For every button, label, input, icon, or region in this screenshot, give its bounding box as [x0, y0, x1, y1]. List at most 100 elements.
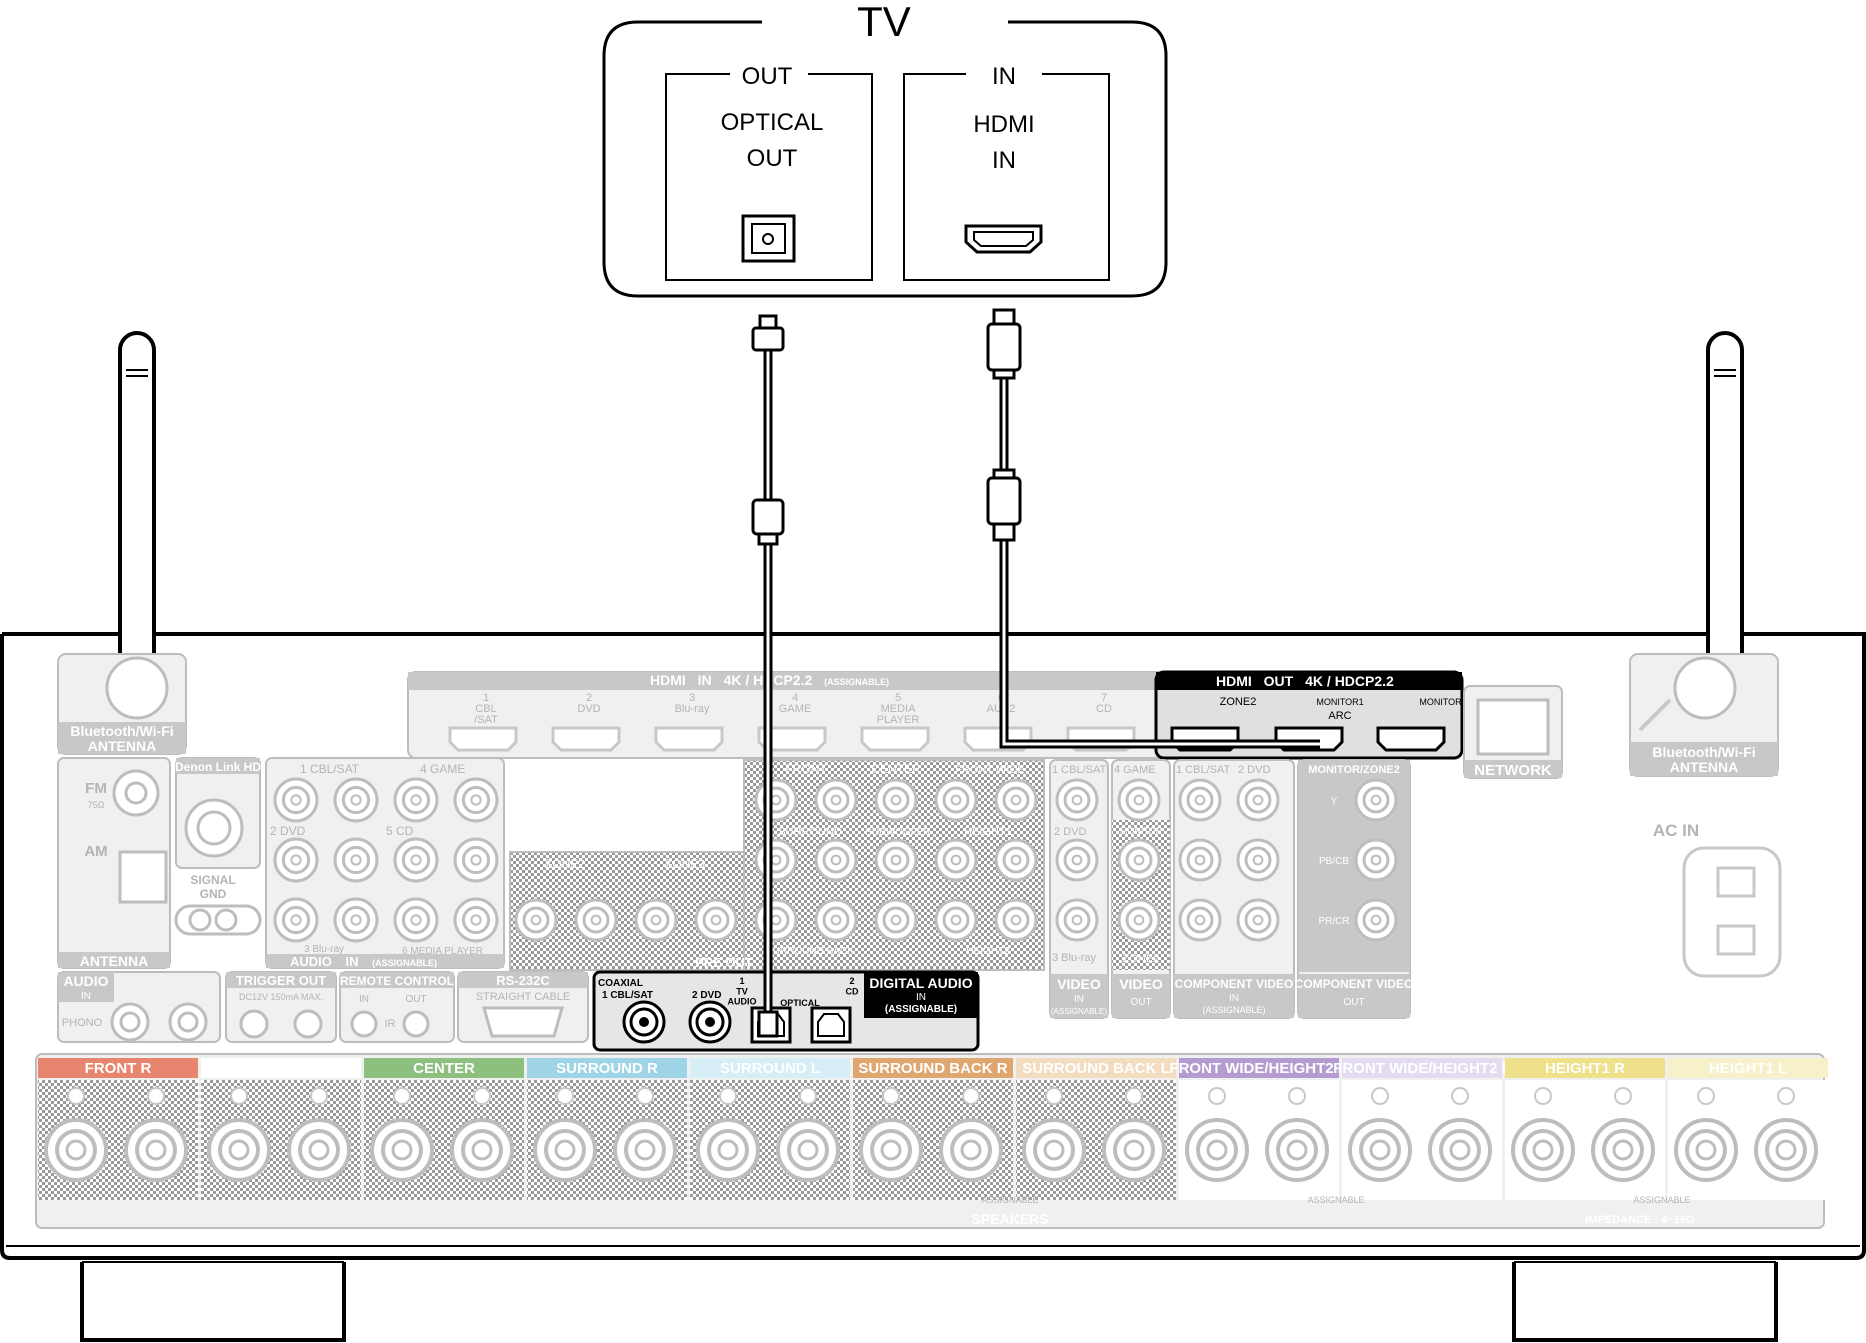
video-in-cbl-label: 1 CBL/SAT — [1052, 764, 1106, 776]
tv-hdmi-in-label-2: IN — [992, 147, 1016, 174]
video-in-dvd-label: 2 DVD — [1054, 826, 1086, 838]
pre-out-front-wide-label: FRONT WIDE — [955, 764, 1024, 776]
pre-out-jack — [934, 838, 978, 882]
am-label: AM — [84, 843, 107, 860]
antenna-left-jack: Bluetooth/Wi-Fi ANTENNA — [57, 653, 187, 755]
speaker-group-label: SURROUND R — [556, 1060, 658, 1077]
digital-coax1-jack[interactable] — [622, 1000, 666, 1044]
component-in-jack — [1178, 838, 1222, 882]
video-out-jack — [1117, 838, 1161, 882]
audio-in-cbl-label: 1 CBL/SAT — [300, 762, 360, 776]
pre-out-jack — [814, 778, 858, 822]
audio-in-block: 1 CBL/SAT 4 GAME 2 DVD 5 CD 3 Blu-ray 6 … — [265, 757, 505, 969]
speaker-terminal — [1511, 1087, 1575, 1182]
receiver-chassis — [0, 632, 1866, 1260]
remote-ir-label: IR — [385, 1018, 396, 1030]
rs232c-label: RS-232C — [496, 973, 550, 988]
pre-out-jack — [874, 778, 918, 822]
digital-optical-label: OPTICAL — [780, 998, 820, 1008]
audio-in-jack — [273, 837, 319, 883]
speakers-impedance: IMPEDANCE : 4~16Ω — [1585, 1214, 1695, 1226]
component-in-jack — [1236, 838, 1280, 882]
audio-in-cd-label: 5 CD — [386, 824, 414, 838]
network-label: NETWORK — [1474, 762, 1552, 779]
component-in-jack — [1178, 778, 1222, 822]
receiver-foot-right — [1512, 1261, 1778, 1342]
speaker-terminal — [450, 1087, 514, 1182]
speaker-group: HEIGHT1 L — [1668, 1058, 1828, 1200]
speaker-terminal — [1348, 1087, 1412, 1182]
tv-unit: TV OUT OPTICAL OUT IN HDMI IN — [602, 0, 1168, 298]
component-out-jack — [1354, 838, 1398, 882]
speaker-group: HEIGHT1 R — [1505, 1058, 1665, 1200]
video-in-bluray-label: 3 Blu-ray — [1052, 952, 1097, 964]
pre-out-zone-jack — [694, 898, 738, 942]
optical-plug-top — [751, 314, 785, 352]
speaker-group-label: FRONT WIDE/HEIGHT2 R — [1169, 1060, 1348, 1077]
component-in-note: (ASSIGNABLE) — [1202, 1005, 1265, 1015]
antenna-right-label-2: ANTENNA — [1670, 759, 1738, 775]
digital-optical2-jack[interactable] — [810, 1006, 852, 1044]
pre-out-height2-label: HEIGHT2 — [966, 946, 1010, 957]
remote-control-label: REMOTE CONTROL — [340, 974, 454, 988]
digital-coax2-jack[interactable] — [688, 1000, 732, 1044]
digital-audio-note: (ASSIGNABLE) — [885, 1004, 957, 1015]
speaker-group: FRONT R — [38, 1058, 198, 1200]
video-in-jack — [1055, 898, 1099, 942]
audio-in-jack — [273, 777, 319, 823]
hdmi-out-monitor2-port[interactable] — [1376, 726, 1446, 752]
component-in-tag: IN — [1229, 993, 1239, 1004]
pre-out-jack — [994, 778, 1038, 822]
pre-out-jack — [994, 898, 1038, 942]
speaker-terminal — [776, 1087, 840, 1182]
video-in-game-label: 4 GAME — [1114, 764, 1156, 776]
speaker-group: FRONT WIDE/HEIGHT2 R — [1169, 1058, 1349, 1200]
trigger-out-spec: DC12V 150mA MAX. — [239, 992, 323, 1002]
hdmi-cable — [986, 308, 1320, 749]
digital-audio-label: DIGITAL AUDIO — [869, 975, 972, 991]
audio-in-game-label: 4 GAME — [420, 762, 465, 776]
pre-out-jack — [994, 838, 1038, 882]
component-in-jack — [1236, 898, 1280, 942]
digital-audio-tag: IN — [916, 992, 926, 1003]
hdmi-in-port — [654, 726, 724, 752]
pre-out-surround-label: SURROUND — [778, 826, 842, 838]
tv-optical-out-port[interactable] — [741, 214, 796, 263]
speaker-terminal — [370, 1087, 434, 1182]
digital-coaxial-label: COAXIAL — [598, 978, 643, 989]
component-out-pr-label: PR/CR — [1318, 916, 1349, 927]
audio-in-jack — [393, 777, 439, 823]
speaker-group: CENTER — [364, 1058, 524, 1200]
hdmi-out-arc-label: ARC — [1328, 710, 1351, 722]
tuner-antenna-block: FM 75Ω AM ANTENNA — [57, 757, 171, 969]
fm-label: FM — [85, 780, 107, 797]
pre-out-zone-jack — [634, 898, 678, 942]
speaker-terminal — [613, 1087, 677, 1182]
speaker-terminal — [207, 1087, 271, 1182]
component-out-y-label: Y — [1331, 796, 1338, 807]
tv-in-group-box — [903, 73, 1110, 281]
video-in-tag: IN — [1074, 994, 1084, 1005]
speaker-terminal — [533, 1087, 597, 1182]
tv-hdmi-in-port[interactable] — [964, 224, 1043, 254]
digital-coax1-label: 1 CBL/SAT — [602, 990, 653, 1001]
pre-out-jack — [754, 778, 798, 822]
pre-out-jack — [814, 898, 858, 942]
hdmi-out-monitor2-label: MONITOR2 — [1419, 697, 1466, 707]
hdmi-in-port — [757, 726, 827, 752]
speaker-terminal — [44, 1087, 108, 1182]
speaker-terminal — [1674, 1087, 1738, 1182]
speaker-group-label: FRONT L — [249, 1060, 314, 1077]
speaker-group-label: CENTER — [413, 1060, 475, 1077]
rs232c-sublabel: STRAIGHT CABLE — [476, 991, 571, 1003]
pre-out-subwoofer-label: SUBWOOFER — [865, 827, 931, 838]
audio-in-jack — [333, 897, 379, 943]
audio-in-jack — [453, 837, 499, 883]
pre-out-zone3-label: ZONE3 — [665, 857, 705, 871]
